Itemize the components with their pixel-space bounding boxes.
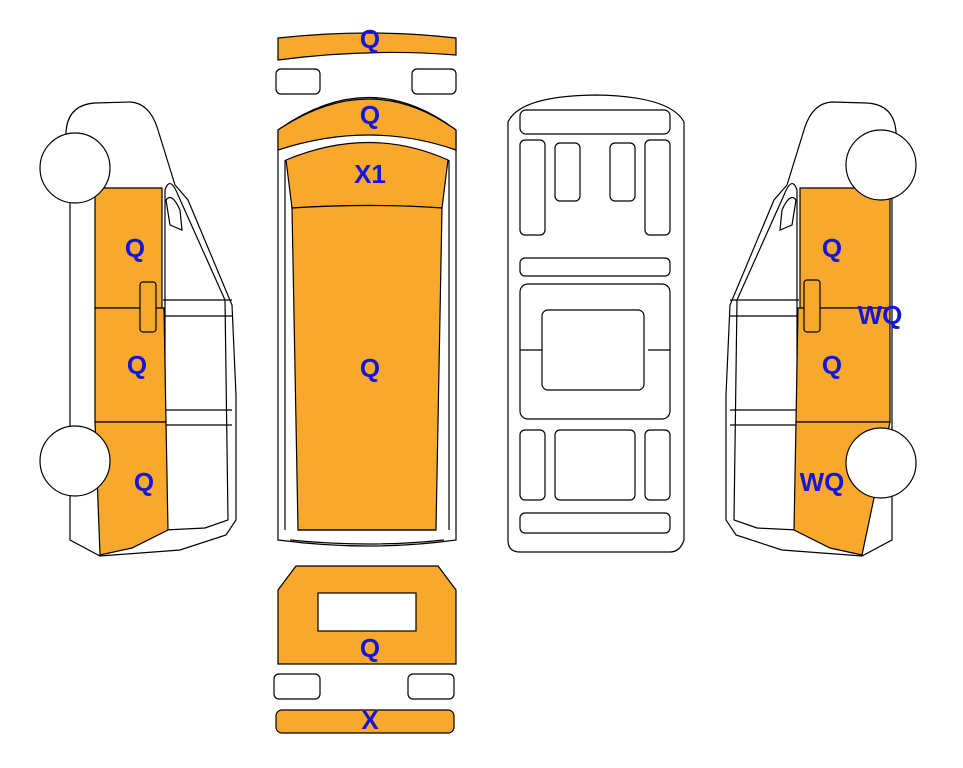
roof-panel	[291, 204, 443, 531]
hood-code: Q	[360, 100, 380, 130]
right-door-handle	[803, 279, 821, 333]
left-rear-wheel	[39, 425, 111, 497]
hood-panel	[277, 98, 457, 151]
windshield-code: X1	[354, 159, 386, 189]
rear-bumper-panel	[275, 709, 455, 734]
top-view: Q Q X1 Q Q X	[273, 24, 457, 735]
left-middle-panel-code: Q	[127, 350, 147, 380]
right-handle-code: WQ	[858, 300, 903, 330]
rear-door-code: Q	[360, 633, 380, 663]
roof-code: Q	[360, 353, 380, 383]
front-bumper-panel	[277, 32, 457, 61]
underside-view	[507, 94, 685, 553]
rear-left-light	[273, 673, 321, 700]
right-rear-panel-code: WQ	[800, 467, 845, 497]
front-bumper-code: Q	[360, 24, 380, 54]
left-door-handle	[139, 281, 157, 333]
left-rear-panel-code: Q	[134, 467, 154, 497]
rear-window	[317, 592, 417, 632]
front-right-light	[411, 68, 457, 95]
right-side-view: Q WQ Q WQ	[725, 101, 917, 557]
left-rear-panel	[94, 421, 169, 556]
right-front-wheel	[845, 129, 917, 201]
left-front-wheel	[39, 132, 111, 204]
left-side-view: Q Q Q	[39, 101, 237, 557]
right-middle-panel-code: Q	[822, 350, 842, 380]
right-rear-wheel	[845, 427, 917, 499]
front-left-light	[275, 68, 321, 95]
rear-right-light	[407, 673, 455, 700]
right-front-door-code: Q	[822, 233, 842, 263]
rear-bumper-code: X	[361, 705, 379, 735]
left-front-door-code: Q	[125, 233, 145, 263]
